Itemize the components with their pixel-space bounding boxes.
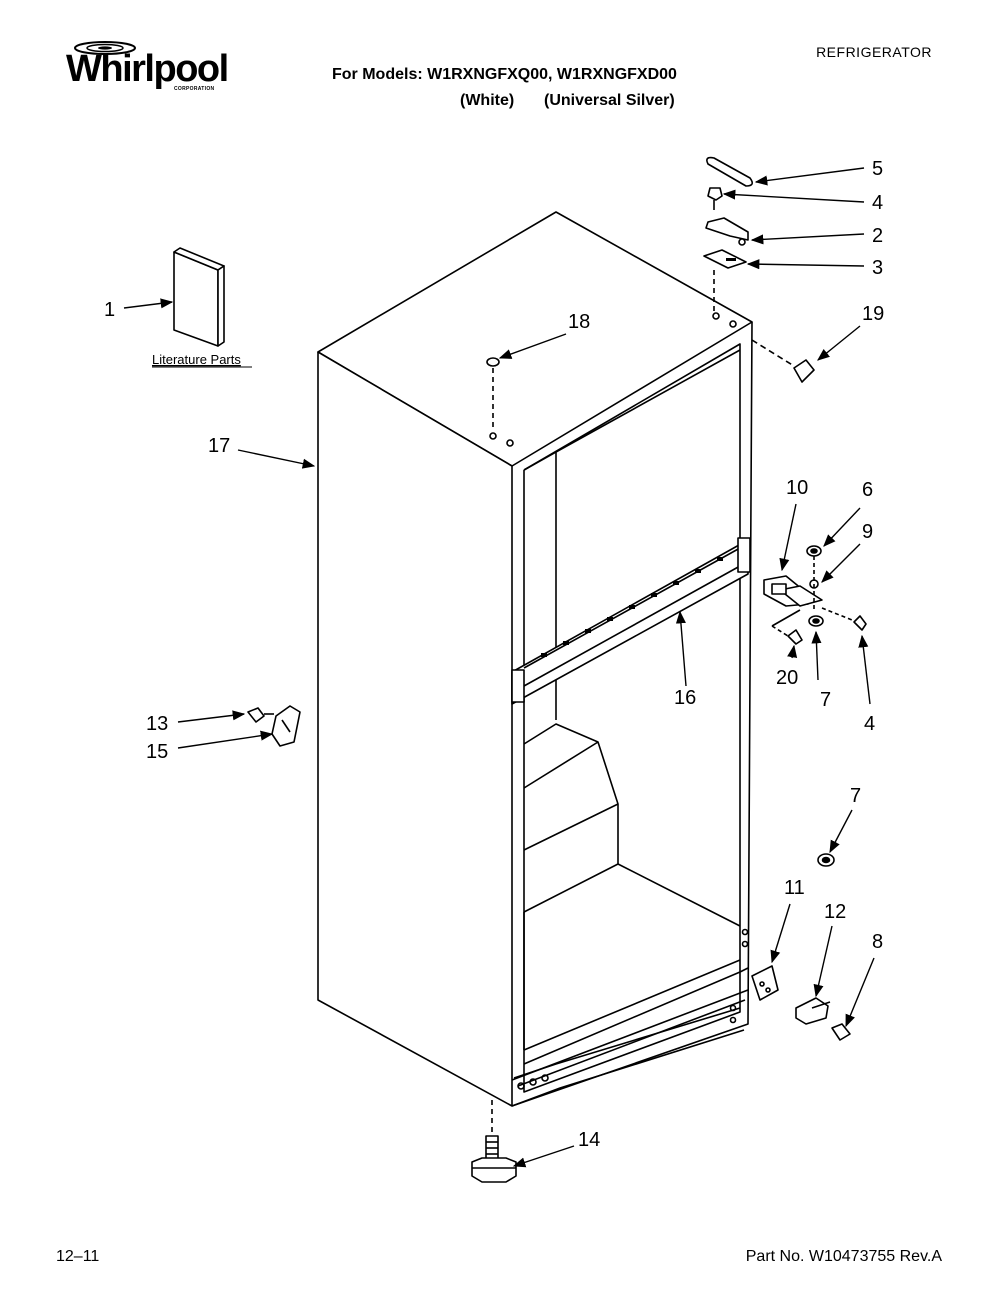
variant-silver: (Universal Silver) <box>544 92 675 109</box>
callout-20: 20 <box>776 667 798 689</box>
callout-9: 9 <box>862 521 873 543</box>
cabinet-body <box>317 211 753 1107</box>
hole-plug-top <box>751 339 815 383</box>
center-hinge-assembly <box>763 545 867 645</box>
logo-swirl-icon <box>74 41 136 55</box>
callout-11: 11 <box>784 877 805 899</box>
callout-6: 6 <box>862 479 873 501</box>
callout-17: 17 <box>208 435 230 457</box>
brand-subtitle: CORPORATION <box>174 86 215 92</box>
callout-13: 13 <box>146 713 168 735</box>
callout-4-top: 4 <box>872 192 883 214</box>
top-hinge <box>705 217 749 246</box>
callout-8: 8 <box>872 931 883 953</box>
footer-part-number: Part No. W10473755 Rev.A <box>745 1248 942 1265</box>
literature-parts-label: Literature Parts <box>152 352 241 367</box>
whirlpool-logo: Whirlpool CORPORATION <box>64 40 229 96</box>
bottom-hinge-assembly <box>751 853 851 1041</box>
document-type: REFRIGERATOR <box>816 44 932 60</box>
callout-15: 15 <box>146 741 168 763</box>
callout-7-mid: 7 <box>820 689 831 711</box>
hinge-shim <box>703 249 747 269</box>
hole-plug-18 <box>486 357 500 428</box>
center-rail <box>511 537 751 705</box>
models-line: For Models: W1RXNGFXQ00, W1RXNGFXD00 <box>332 66 677 83</box>
callout-2: 2 <box>872 225 883 247</box>
brand-name: Whirlpool <box>66 48 229 90</box>
variant-white: (White) <box>460 92 515 109</box>
callout-7-low: 7 <box>850 785 861 807</box>
callout-16: 16 <box>674 687 696 709</box>
side-clip-assembly <box>247 705 301 747</box>
callout-12: 12 <box>824 901 846 923</box>
hinge-screw-top <box>707 187 723 210</box>
leveling-leg <box>471 1100 517 1183</box>
callout-1: 1 <box>104 299 115 321</box>
literature-packet <box>173 247 225 347</box>
callout-5: 5 <box>872 158 883 180</box>
callout-14: 14 <box>578 1129 600 1151</box>
callout-18: 18 <box>568 311 590 333</box>
hinge-cover <box>706 156 754 187</box>
callout-3: 3 <box>872 257 883 279</box>
callout-19: 19 <box>862 303 884 325</box>
callout-4-mid: 4 <box>864 713 875 735</box>
footer-date: 12–11 <box>56 1248 100 1265</box>
callout-10: 10 <box>786 477 808 499</box>
